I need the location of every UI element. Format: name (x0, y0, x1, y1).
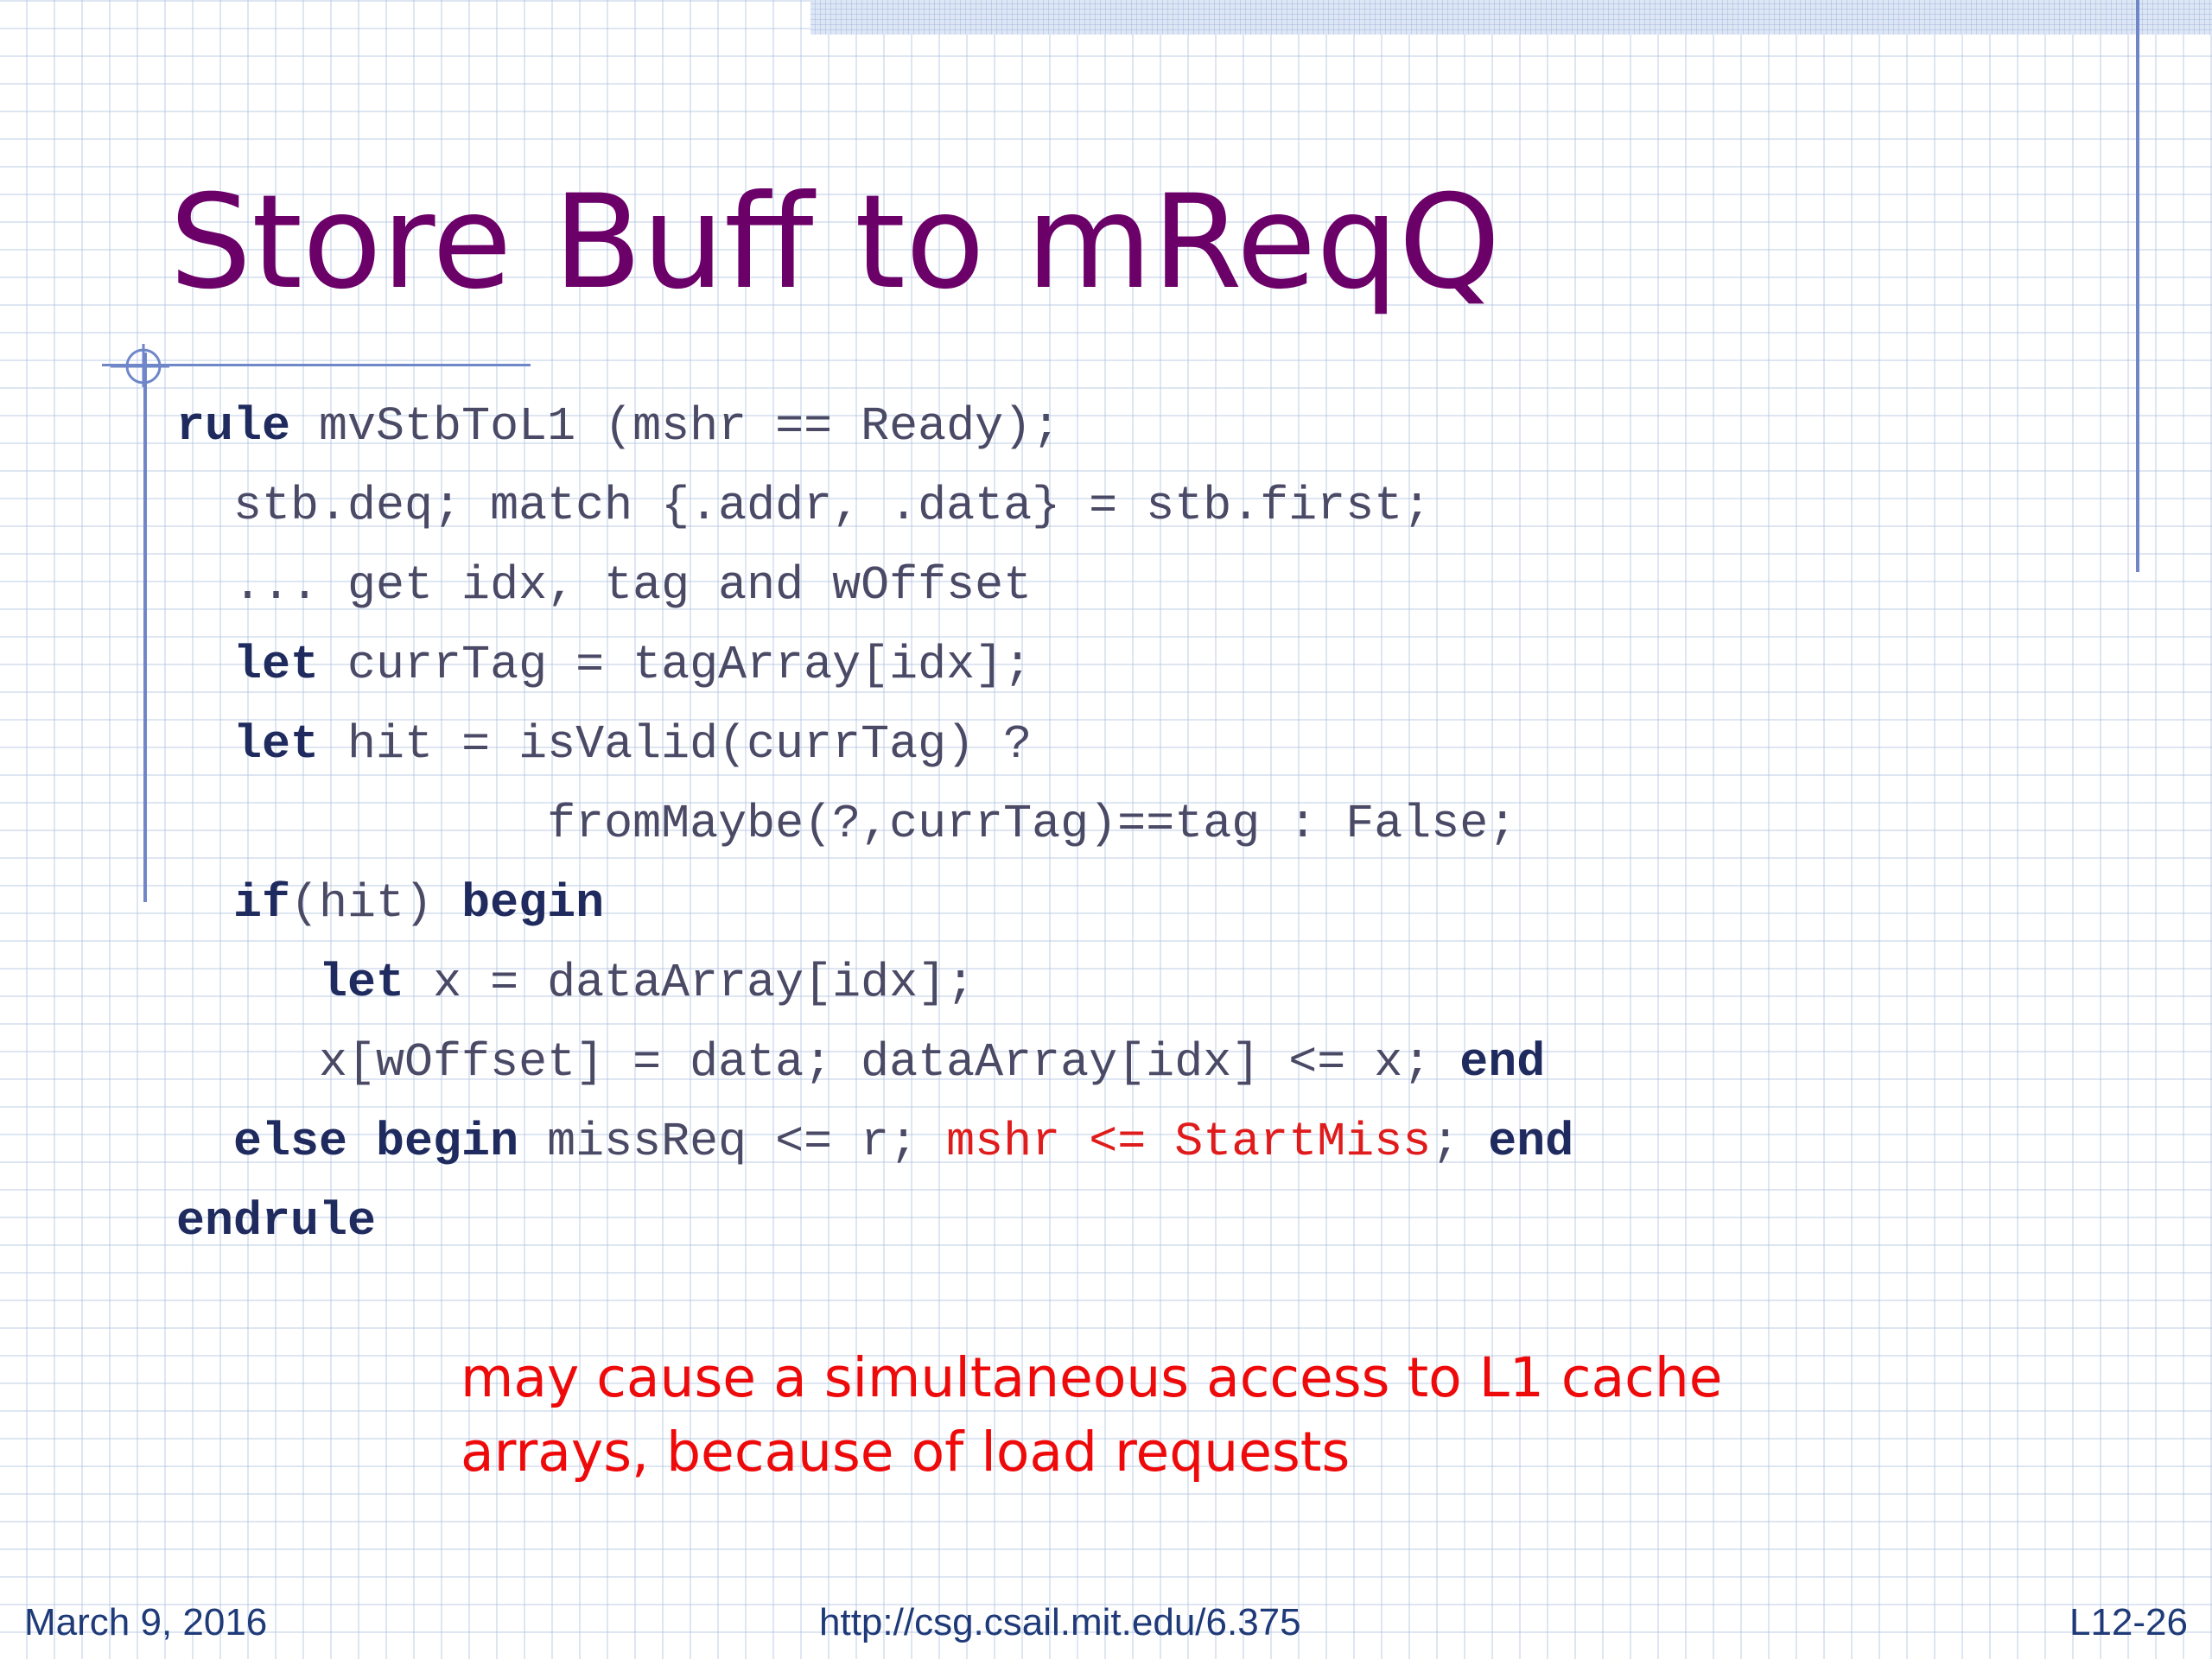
code-line: ... get idx, tag and wOffset (176, 546, 1573, 626)
code-keyword: let (233, 638, 320, 692)
footer-page-number: L12-26 (2069, 1601, 2188, 1643)
code-line: else begin missReq <= r; mshr <= StartMi… (176, 1103, 1573, 1182)
code-line: x[wOffset] = data; dataArray[idx] <= x; … (176, 1023, 1573, 1103)
code-line: endrule (176, 1182, 1573, 1262)
header-band (810, 0, 2212, 35)
code-text: mvStbToL1 (mshr == Ready); (290, 399, 1061, 454)
note-line: may cause a simultaneous access to L1 ca… (461, 1346, 1723, 1409)
right-vertical-rule (2136, 0, 2139, 572)
code-indent (176, 797, 547, 851)
code-indent (176, 638, 233, 692)
code-indent (176, 956, 319, 1010)
code-text: x[wOffset] = data; dataArray[idx] <= x; (319, 1035, 1460, 1090)
slide-title: Store Buff to mReqQ (169, 168, 1501, 318)
annotation-note: may cause a simultaneous access to L1 ca… (461, 1341, 1723, 1490)
code-line: stb.deq; match {.addr, .data} = stb.firs… (176, 467, 1573, 546)
code-text: ; (1431, 1115, 1489, 1169)
code-line: rule mvStbToL1 (mshr == Ready); (176, 387, 1573, 467)
code-indent (176, 479, 233, 533)
code-line: let currTag = tagArray[idx]; (176, 626, 1573, 705)
code-keyword: end (1459, 1035, 1546, 1090)
footer-url[interactable]: http://csg.csail.mit.edu/6.375 (819, 1601, 1301, 1643)
code-line: if(hit) begin (176, 864, 1573, 944)
code-line: let x = dataArray[idx]; (176, 944, 1573, 1023)
code-highlight: mshr <= StartMiss (946, 1115, 1432, 1169)
code-keyword: begin (461, 876, 605, 931)
code-keyword: end (1488, 1115, 1574, 1169)
code-keyword: if (233, 876, 291, 931)
footer-date: March 9, 2016 (24, 1601, 268, 1643)
code-block: rule mvStbToL1 (mshr == Ready); stb.deq;… (176, 387, 1573, 1262)
code-keyword: else begin (233, 1115, 519, 1169)
code-indent (176, 717, 233, 772)
note-line: arrays, because of load requests (461, 1421, 1351, 1484)
code-text: x = dataArray[idx]; (404, 956, 976, 1010)
code-indent (176, 1115, 233, 1169)
code-text: fromMaybe(?,currTag)==tag : False; (547, 797, 1517, 851)
code-keyword: rule (176, 399, 291, 454)
code-keyword: endrule (176, 1194, 377, 1249)
left-vertical-rule (143, 353, 147, 902)
code-text: currTag = tagArray[idx]; (319, 638, 1033, 692)
code-line: fromMaybe(?,currTag)==tag : False; (176, 785, 1573, 864)
code-line: let hit = isValid(currTag) ? (176, 705, 1573, 785)
code-indent (176, 1035, 319, 1090)
title-underline-rule (102, 364, 531, 366)
code-text: stb.deq; match {.addr, .data} = stb.firs… (233, 479, 1432, 533)
code-keyword: let (319, 956, 405, 1010)
code-text: ... get idx, tag and wOffset (233, 558, 1033, 613)
code-text: hit = isValid(currTag) ? (319, 717, 1033, 772)
code-indent (176, 876, 233, 931)
code-text: (hit) (290, 876, 462, 931)
crosshair-ornament-icon (111, 344, 169, 387)
code-indent (176, 558, 233, 613)
code-text: missReq <= r; (518, 1115, 947, 1169)
code-keyword: let (233, 717, 320, 772)
